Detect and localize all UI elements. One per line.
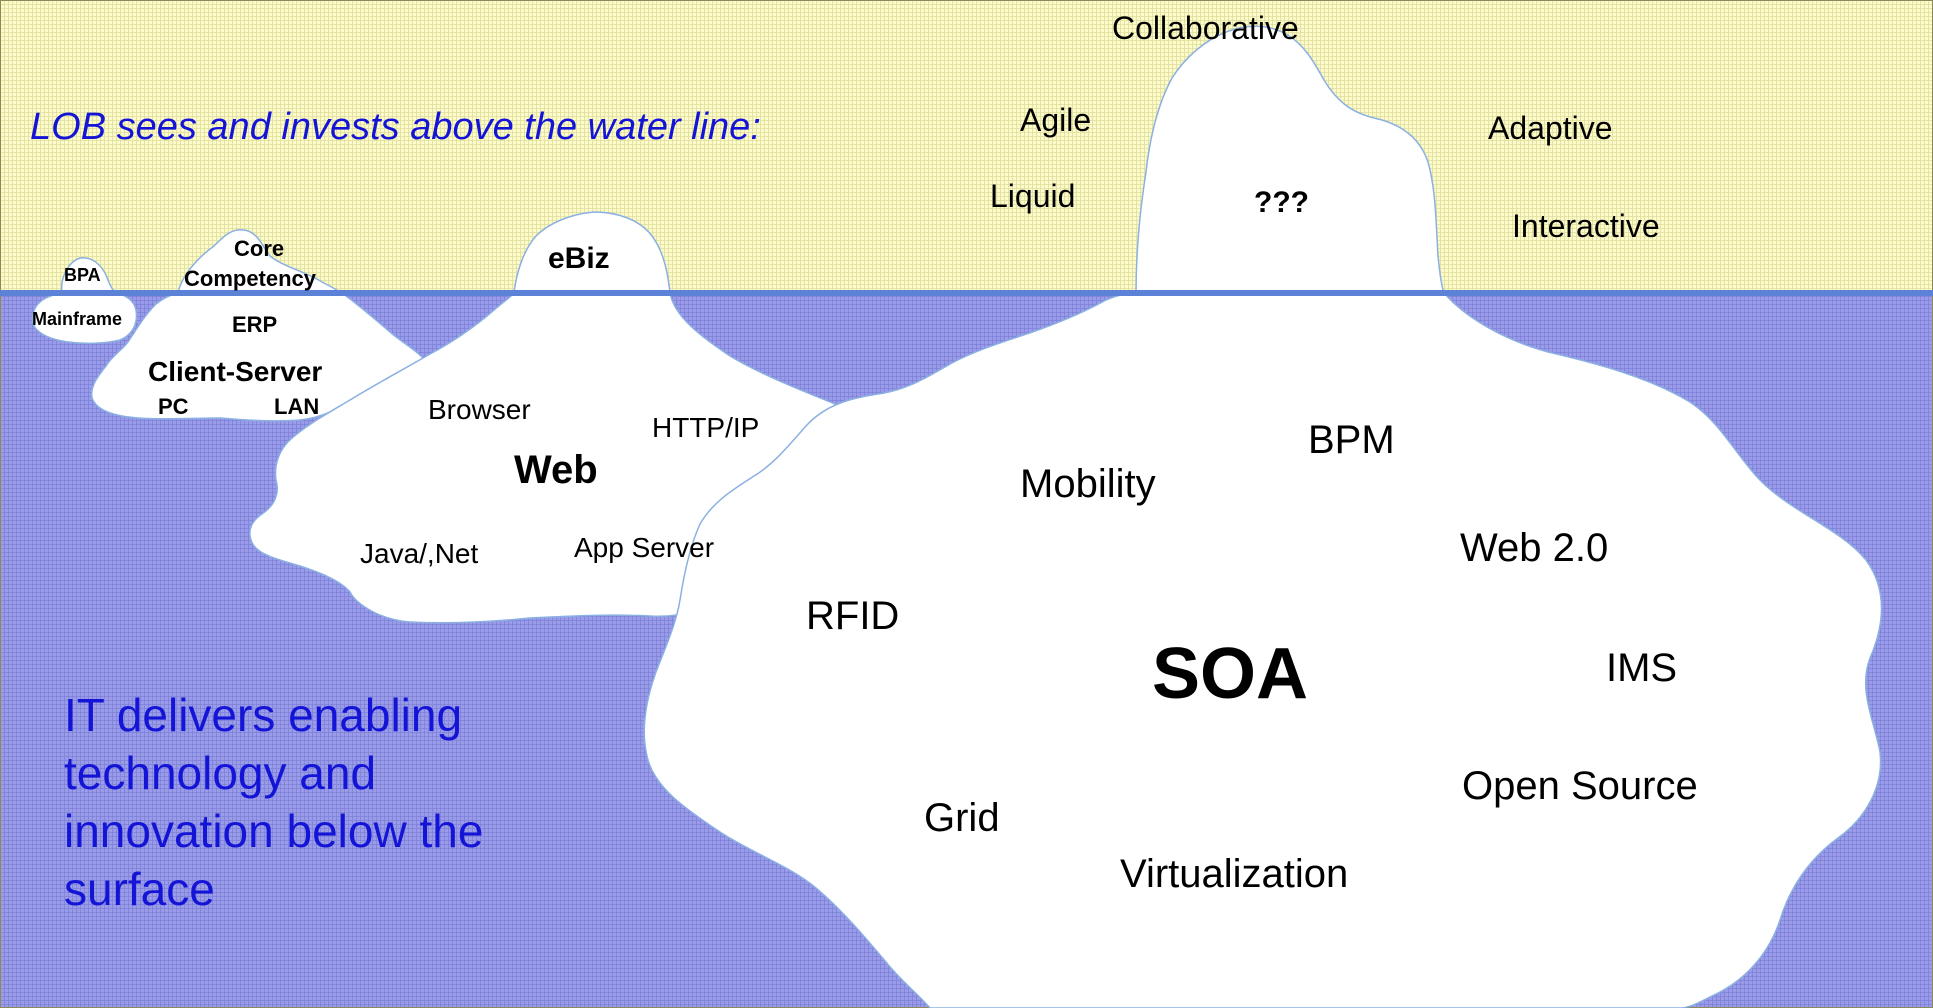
web-app-server-label: App Server bbox=[574, 532, 715, 563]
soa-virtualization-label: Virtualization bbox=[1120, 852, 1349, 896]
soa-web20-label: Web 2.0 bbox=[1460, 526, 1609, 570]
soa-open-source-label: Open Source bbox=[1462, 764, 1698, 808]
below-caption-line-2: technology and bbox=[64, 747, 377, 799]
word-liquid: Liquid bbox=[990, 178, 1076, 214]
soa-ims-label: IMS bbox=[1606, 646, 1678, 690]
sky-area bbox=[0, 0, 1933, 293]
below-water-caption: IT delivers enabling technology and inno… bbox=[64, 686, 483, 918]
above-water-caption: LOB sees and invests above the water lin… bbox=[30, 106, 761, 148]
client-server-peak-line-2: Competency bbox=[184, 266, 317, 291]
web-java-label: Java/,Net bbox=[360, 538, 479, 569]
word-interactive: Interactive bbox=[1512, 208, 1660, 244]
word-collaborative: Collaborative bbox=[1112, 10, 1299, 46]
client-server-erp-label: ERP bbox=[232, 312, 278, 337]
web-peak-label: eBiz bbox=[548, 242, 610, 275]
soa-grid-label: Grid bbox=[924, 796, 1000, 840]
client-server-peak-line-1: Core bbox=[234, 236, 285, 261]
word-agile: Agile bbox=[1020, 102, 1092, 138]
below-caption-line-1: IT delivers enabling bbox=[64, 689, 463, 741]
word-adaptive: Adaptive bbox=[1488, 110, 1613, 146]
web-browser-label: Browser bbox=[428, 394, 531, 425]
web-title: Web bbox=[514, 448, 598, 492]
below-caption-line-3: innovation below the bbox=[64, 805, 484, 857]
soa-mobility-label: Mobility bbox=[1020, 462, 1156, 506]
mainframe-peak-label: BPA bbox=[64, 265, 101, 285]
soa-bpm-label: BPM bbox=[1308, 418, 1395, 462]
web-http-label: HTTP/IP bbox=[652, 412, 760, 443]
soa-peak-label: ??? bbox=[1254, 186, 1309, 219]
water-line bbox=[0, 290, 1933, 296]
soa-iceberg bbox=[643, 25, 1883, 1008]
client-server-title: Client-Server bbox=[148, 356, 323, 387]
soa-title: SOA bbox=[1152, 634, 1309, 714]
below-caption-line-4: surface bbox=[64, 863, 215, 915]
mainframe-iceberg bbox=[31, 257, 138, 345]
mainframe-label: Mainframe bbox=[32, 309, 123, 329]
soa-rfid-label: RFID bbox=[806, 594, 900, 638]
client-server-lan-label: LAN bbox=[274, 394, 320, 419]
client-server-pc-label: PC bbox=[158, 394, 189, 419]
